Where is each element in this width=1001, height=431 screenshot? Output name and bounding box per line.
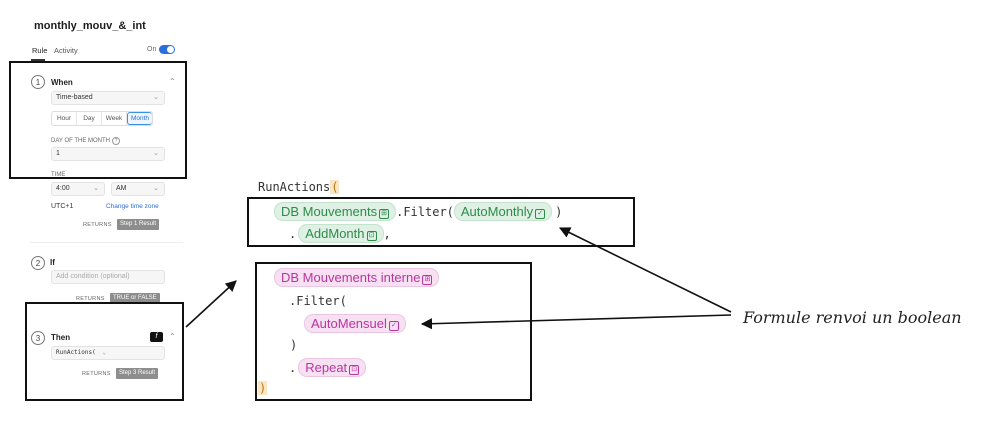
condition-placeholder: Add condition (optional) [56, 273, 130, 280]
step-2-number: 2 [31, 256, 45, 270]
frequency-segmented-control: Hour Day Week Month [51, 111, 153, 126]
checkbox-icon: ✓ [535, 209, 546, 219]
chevron-down-icon: ⌄ [153, 94, 159, 101]
frequency-day[interactable]: Day [77, 112, 102, 125]
step-1-result-badge: Step 1 Result [117, 219, 160, 230]
frequency-week[interactable]: Week [102, 112, 127, 125]
day-of-month-label: DAY OF THE MONTH? [51, 137, 121, 145]
chevron-down-icon: ⌄ [93, 185, 99, 192]
pink-line-3: AutoMensuel✓ [304, 314, 406, 333]
tab-underline [31, 59, 45, 61]
then-label: Then [51, 333, 71, 342]
time-value: 4:00 [56, 185, 70, 192]
green-code-box [247, 197, 635, 247]
addmonth-pill[interactable]: AddMonth⊡ [298, 224, 384, 243]
step-3-number: 3 [31, 331, 45, 345]
table-icon: ⊞ [379, 209, 390, 219]
when-highlight-box [9, 61, 187, 179]
trigger-type-value: Time-based [56, 94, 93, 101]
timezone-value: UTC+1 [51, 203, 74, 210]
code-runactions: RunActions( [258, 180, 340, 194]
day-of-month-select[interactable]: 1 ⌄ [51, 147, 165, 161]
chevron-down-icon: ⌄ [153, 185, 159, 192]
close-paren-line: ) [258, 381, 268, 395]
collapse-chevron-icon[interactable]: ⌃ [169, 332, 176, 341]
formula-preview: RunActions( [56, 349, 96, 356]
db-mouvements-pill[interactable]: DB Mouvements⊞ [274, 202, 397, 221]
change-timezone-link[interactable]: Change time zone [106, 203, 159, 210]
automensuel-pill[interactable]: AutoMensuel✓ [304, 314, 406, 333]
step-1-returns-label: RETURNS [83, 222, 112, 228]
collapse-chevron-icon[interactable]: ⌃ [169, 77, 176, 86]
time-label: TIME [51, 172, 66, 178]
close-paren: ) [258, 381, 268, 395]
green-line-1: DB Mouvements⊞.Filter(AutoMonthly✓) [274, 202, 562, 221]
repeat-pill[interactable]: Repeat⊡ [298, 358, 367, 377]
checkbox-icon: ✓ [388, 321, 399, 331]
help-icon[interactable]: ? [112, 137, 121, 145]
formula-icon[interactable]: f [150, 332, 163, 342]
pink-line-2: .Filter( [289, 294, 347, 308]
ampm-select[interactable]: AM ⌄ [111, 182, 165, 196]
step-1-number: 1 [31, 75, 45, 89]
step-3-result-badge: Step 3 Result [116, 368, 159, 379]
tab-rule[interactable]: Rule [32, 46, 48, 55]
pink-line-5: .Repeat⊡ [289, 358, 367, 377]
if-label: If [50, 258, 55, 267]
action-icon: ⊡ [366, 231, 377, 241]
open-paren: ( [330, 180, 340, 194]
step-2-returns-label: RETURNS [76, 296, 105, 302]
green-line-2: .AddMonth⊡, [289, 224, 391, 243]
tab-activity[interactable]: Activity [54, 46, 78, 55]
toggle-label: On [147, 46, 157, 53]
pink-code-box [255, 262, 532, 401]
time-select[interactable]: 4:00 ⌄ [51, 182, 105, 196]
divider [30, 242, 183, 243]
when-label: When [51, 78, 73, 87]
table-icon: ⊞ [422, 275, 433, 285]
formula-input[interactable]: RunActions( ⌄ [51, 346, 165, 360]
frequency-hour[interactable]: Hour [52, 112, 77, 125]
step-3-returns-label: RETURNS [82, 371, 111, 377]
day-of-month-value: 1 [56, 150, 60, 157]
pink-line-4: ) [290, 338, 298, 352]
action-icon: ⊡ [349, 365, 360, 375]
pink-line-1: DB Mouvements interne⊞ [274, 268, 440, 287]
chevron-down-icon: ⌄ [153, 150, 159, 157]
step-2-result-badge: TRUE or FALSE [110, 293, 160, 304]
rule-enabled-toggle[interactable] [159, 45, 175, 54]
ampm-value: AM [116, 185, 127, 192]
db-mouvements-internes-pill[interactable]: DB Mouvements interne⊞ [274, 268, 440, 287]
trigger-type-select[interactable]: Time-based ⌄ [51, 91, 165, 105]
rule-title: monthly_mouv_&_int [34, 20, 146, 32]
then-highlight-box [25, 302, 184, 401]
annotation-text: Formule renvoi un boolean [743, 308, 962, 327]
condition-input[interactable]: Add condition (optional) [51, 270, 165, 284]
frequency-month[interactable]: Month [127, 112, 152, 125]
chevron-down-icon: ⌄ [102, 349, 106, 356]
arrow-then-to-code [185, 280, 237, 328]
automonthly-pill[interactable]: AutoMonthly✓ [453, 202, 553, 221]
